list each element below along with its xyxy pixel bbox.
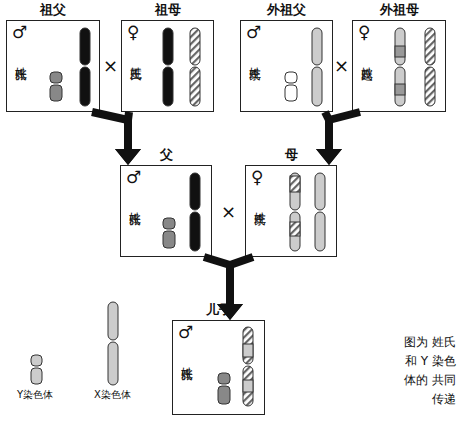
legend-x-sample: [108, 302, 118, 340]
sex-symbol: ♂: [12, 22, 27, 42]
arrow-head: [115, 149, 141, 165]
arrow-shaft: [325, 112, 329, 151]
person-heading: 儿子: [163, 302, 274, 318]
legend-x-sample: [108, 342, 118, 385]
legend-y-sample: [31, 355, 42, 366]
arrow-head: [316, 149, 342, 165]
person-box: 外祖父♂姓氏李: [240, 20, 333, 112]
legend-text: X染色体: [94, 389, 131, 401]
surname-text: 姓氏张: [180, 357, 194, 360]
surname-text: 姓氏赵: [360, 57, 374, 60]
person-box: 祖母♀姓氏王: [121, 20, 214, 112]
arrow-shaft: [230, 257, 253, 306]
surname-text: 姓氏张: [128, 202, 142, 205]
arrow-shaft: [329, 112, 360, 151]
arrow-shaft: [204, 257, 230, 306]
sex-symbol: ♂: [246, 22, 261, 42]
cross-symbol: ×: [103, 56, 118, 76]
cross-symbol: ×: [221, 202, 236, 222]
person-heading: 父: [111, 147, 221, 163]
surname-text: 姓氏李: [253, 202, 267, 205]
figure-caption: 图为 姓氏和 Y 染色体的 共同传递: [398, 333, 456, 409]
sex-symbol: ♂: [126, 167, 141, 187]
surname-text: 姓氏张: [14, 57, 28, 60]
person-heading: 母: [236, 147, 346, 163]
arrow-shaft: [92, 112, 128, 151]
person-box: 父♂姓氏张: [120, 165, 212, 257]
surname-text: 姓氏李: [248, 57, 262, 60]
arrow-head: [316, 149, 342, 165]
legend-y-sample: [31, 368, 42, 384]
legend-text: Y染色体: [17, 389, 53, 401]
sex-symbol: ♀: [127, 22, 139, 42]
sex-symbol: ♂: [178, 322, 193, 342]
sex-symbol: ♀: [251, 167, 263, 187]
inheritance-arrow: [92, 112, 141, 165]
person-heading: 祖母: [112, 2, 223, 18]
person-heading: 外祖父: [231, 2, 342, 18]
surname-text: 姓氏王: [129, 57, 143, 60]
arrow-shaft: [128, 112, 129, 151]
person-box: 母♀姓氏李: [245, 165, 337, 257]
inheritance-arrow: [316, 112, 342, 165]
person-box: 儿子♂姓氏张: [172, 320, 265, 415]
person-box: 祖父♂姓氏张: [6, 20, 100, 112]
person-heading: 外祖母: [343, 2, 455, 18]
inheritance-arrow: [115, 112, 141, 165]
inheritance-arrow: [316, 112, 360, 165]
person-heading: 祖父: [0, 2, 109, 18]
cross-symbol: ×: [334, 56, 349, 76]
sex-symbol: ♀: [358, 22, 370, 42]
person-box: 外祖母♀姓氏赵: [352, 20, 446, 112]
arrow-head: [115, 149, 141, 165]
